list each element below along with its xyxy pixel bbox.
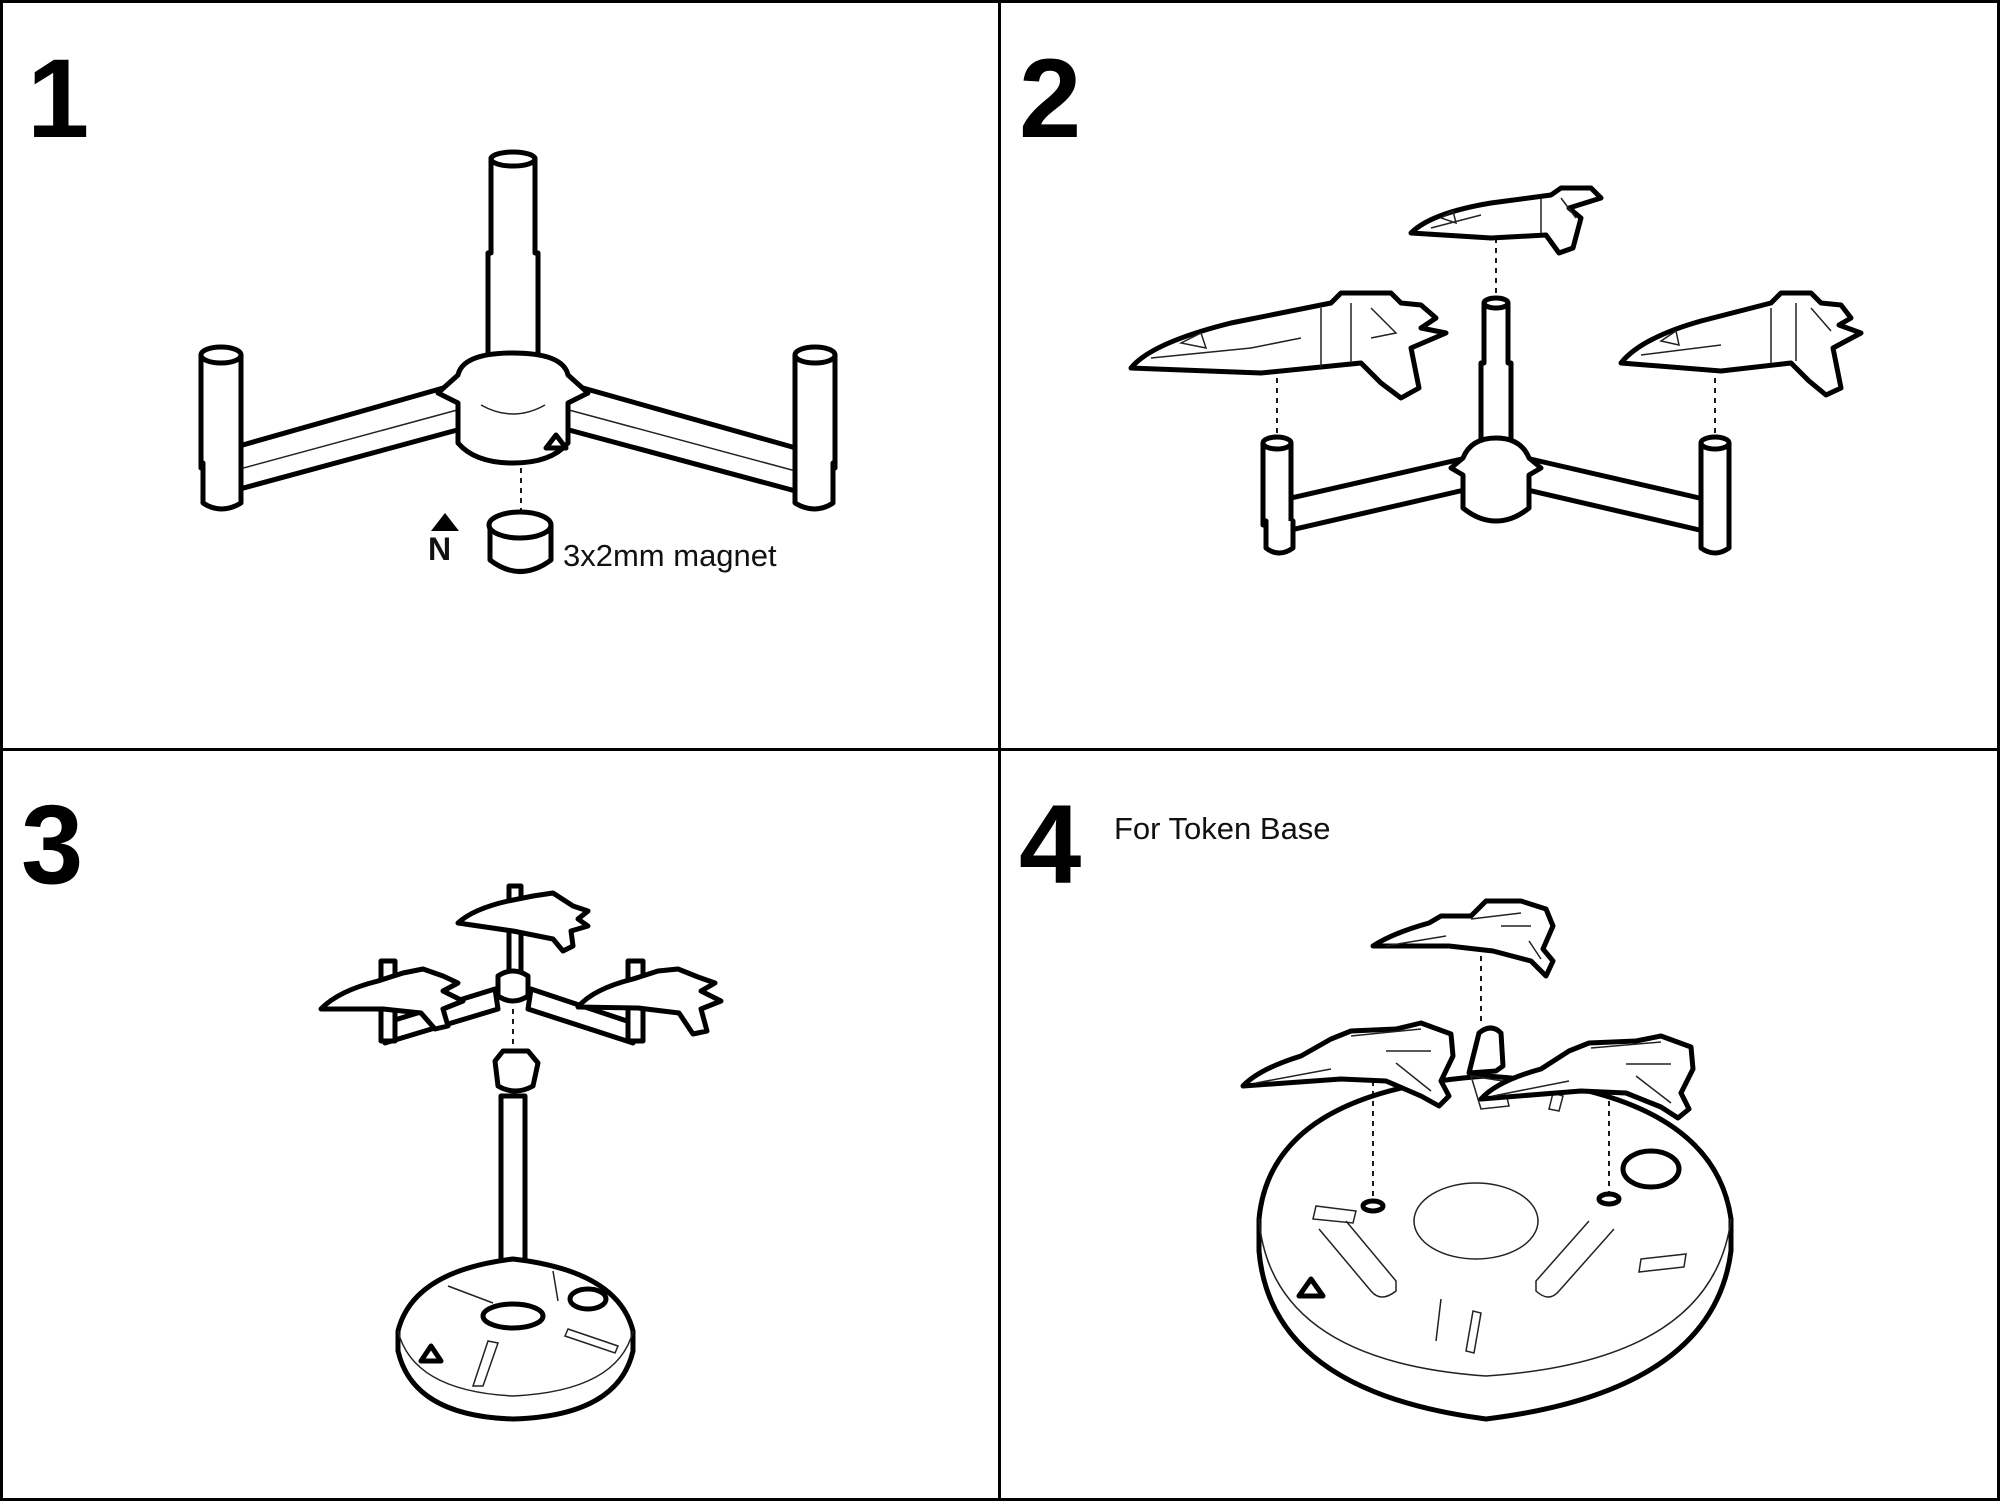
step-2-panel: 2 <box>1001 3 1997 748</box>
magnet-size-label: 3x2mm magnet <box>563 538 777 574</box>
token-base-drawing <box>1001 751 1997 1498</box>
step-4-panel: 4 For Token Base <box>1001 751 1997 1498</box>
north-pole-label: N <box>428 531 451 568</box>
assembled-stand-drawing <box>3 751 998 1498</box>
step-3-panel: 3 <box>3 751 998 1498</box>
step-1-panel: 1 N 3x2mm magnet <box>3 3 998 748</box>
stand-arm-drawing <box>3 3 998 748</box>
stand-with-ships-drawing <box>1001 3 1997 748</box>
